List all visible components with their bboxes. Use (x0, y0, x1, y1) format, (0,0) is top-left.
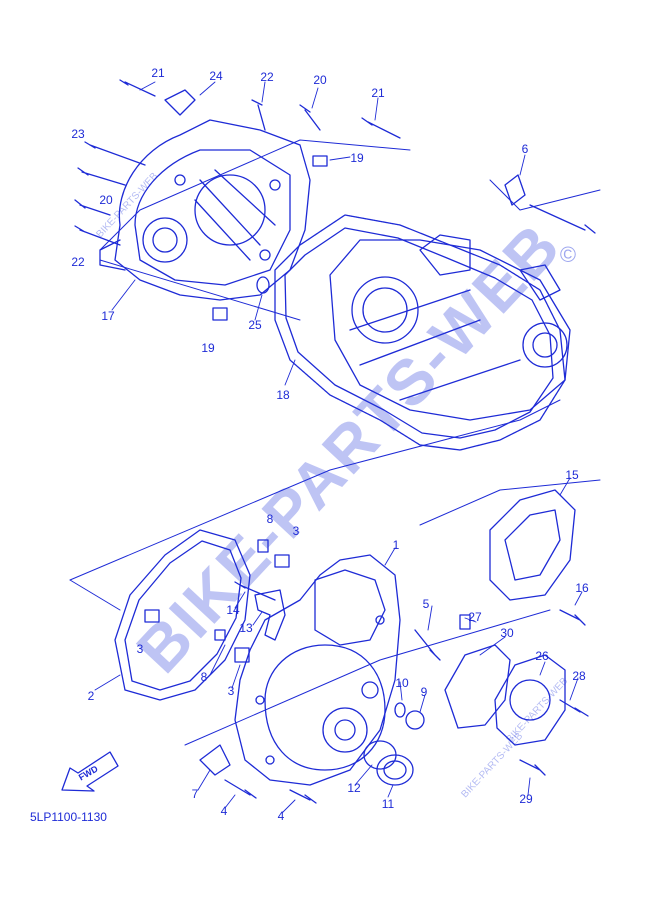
brackets (165, 90, 525, 775)
water-pump-gasket (445, 645, 510, 728)
part-label-5: 5 (422, 597, 430, 611)
dowel-pins (145, 156, 470, 662)
part-label-3: 3 (292, 524, 300, 538)
part-label-30: 30 (500, 626, 514, 640)
left-cover-gasket (115, 530, 250, 700)
part-label-3: 3 (136, 642, 144, 656)
part-label-26: 26 (535, 649, 549, 663)
part-label-19: 19 (350, 151, 364, 165)
part-label-6: 6 (521, 142, 529, 156)
part-label-21: 21 (371, 86, 385, 100)
part-label-27: 27 (468, 610, 482, 624)
part-label-16: 16 (575, 581, 589, 595)
part-label-24: 24 (209, 69, 223, 83)
part-label-18: 18 (276, 388, 290, 402)
part-label-2: 2 (87, 689, 95, 703)
part-label-1: 1 (392, 538, 400, 552)
part-label-13: 13 (239, 621, 253, 635)
part-label-4: 4 (277, 809, 285, 823)
crankcase-body (330, 235, 570, 420)
part-label-17: 17 (101, 309, 115, 323)
right-crankcase-cover (100, 120, 310, 300)
part-label-28: 28 (572, 669, 586, 683)
watermark-copyright-mark: © (559, 242, 577, 267)
part-label-10: 10 (395, 676, 409, 690)
part-label-21: 21 (151, 66, 165, 80)
part-label-3: 3 (227, 684, 235, 698)
left-crankcase-cover (235, 555, 400, 785)
diagram-code: 5LP1100-1130 (30, 810, 107, 824)
part-label-20: 20 (313, 73, 327, 87)
part-label-29: 29 (519, 792, 533, 806)
sprocket-cover (490, 490, 575, 600)
water-pump-cover (495, 655, 565, 745)
bolts (75, 80, 595, 803)
part-label-8: 8 (200, 670, 208, 684)
part-label-23: 23 (71, 127, 85, 141)
part-label-15: 15 (565, 468, 579, 482)
inspection-plug-small (395, 703, 424, 729)
forward-arrow-icon (62, 752, 118, 791)
part-label-9: 9 (420, 685, 428, 699)
part-label-12: 12 (347, 781, 361, 795)
part-label-19: 19 (201, 341, 215, 355)
part-label-7: 7 (191, 787, 199, 801)
part-label-20: 20 (99, 193, 113, 207)
crankcase-gasket (275, 215, 565, 450)
part-label-4: 4 (220, 804, 228, 818)
part-label-8: 8 (266, 512, 274, 526)
leader-lines (95, 82, 582, 813)
part-label-25: 25 (248, 318, 262, 332)
part-label-22: 22 (71, 255, 85, 269)
part-label-14: 14 (226, 603, 240, 617)
part-label-22: 22 (260, 70, 274, 84)
part-label-11: 11 (381, 797, 395, 811)
inspection-plug-large (377, 755, 413, 785)
